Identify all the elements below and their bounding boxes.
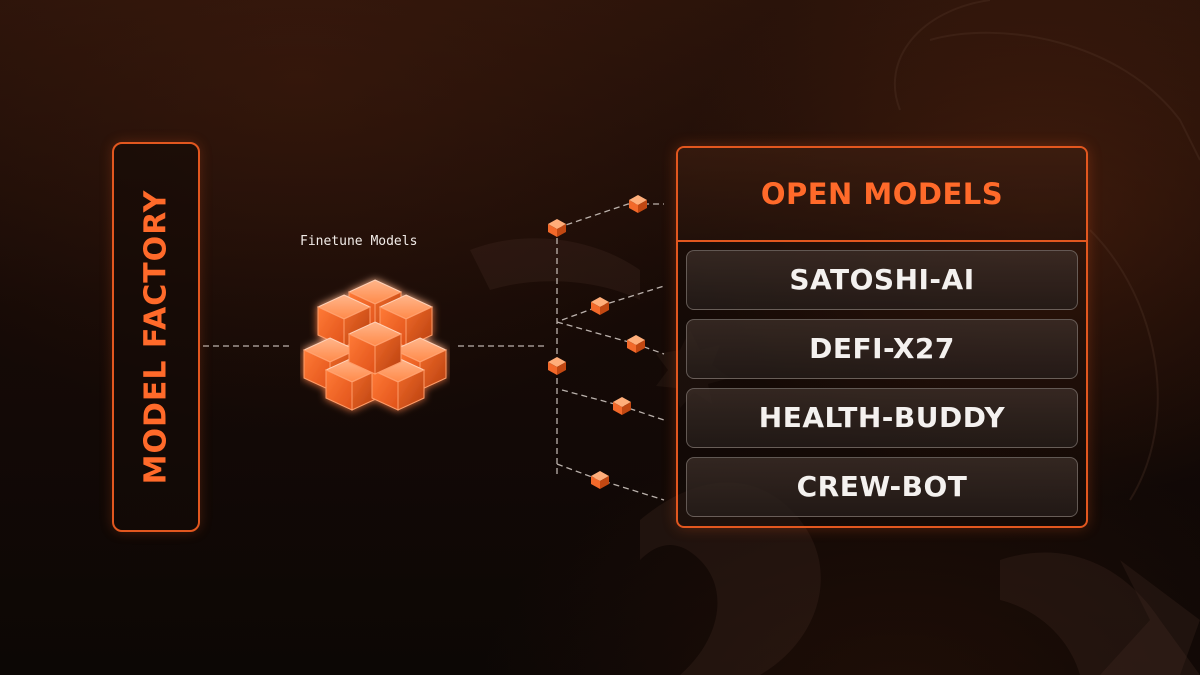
model-name: DEFI-X27 — [809, 332, 955, 365]
mini-cube-icon — [548, 357, 566, 375]
model-name: SATOSHI-AI — [789, 263, 975, 296]
mini-cube-icon — [613, 397, 631, 415]
mini-cube-icon — [629, 195, 647, 213]
model-factory-title: MODEL FACTORY — [138, 189, 174, 485]
model-row-defi-x27: DEFI-X27 — [686, 319, 1078, 379]
branch-to-crewbot-line — [556, 463, 665, 501]
model-name: HEALTH-BUDDY — [758, 401, 1006, 434]
branch-to-satoshi-line — [561, 285, 665, 321]
mini-cube-icon — [591, 471, 609, 489]
mini-cube-icon — [591, 297, 609, 315]
open-models-panel: OPEN MODELS SATOSHI-AI DEFI-X27 HEALTH-B… — [676, 146, 1088, 528]
model-row-crew-bot: CREW-BOT — [686, 457, 1078, 517]
model-row-satoshi-ai: SATOSHI-AI — [686, 250, 1078, 310]
model-row-health-buddy: HEALTH-BUDDY — [686, 388, 1078, 448]
model-name: CREW-BOT — [796, 470, 968, 503]
open-models-title: OPEN MODELS — [760, 177, 1004, 211]
model-factory-box: MODEL FACTORY — [112, 142, 200, 532]
cube-cluster-icon — [303, 279, 447, 411]
open-models-header: OPEN MODELS — [678, 148, 1086, 242]
finetune-models-label: Finetune Models — [300, 234, 418, 249]
branch-to-defi-line — [556, 321, 665, 355]
mini-cube-icon — [548, 219, 566, 237]
mini-cube-icon — [627, 335, 645, 353]
